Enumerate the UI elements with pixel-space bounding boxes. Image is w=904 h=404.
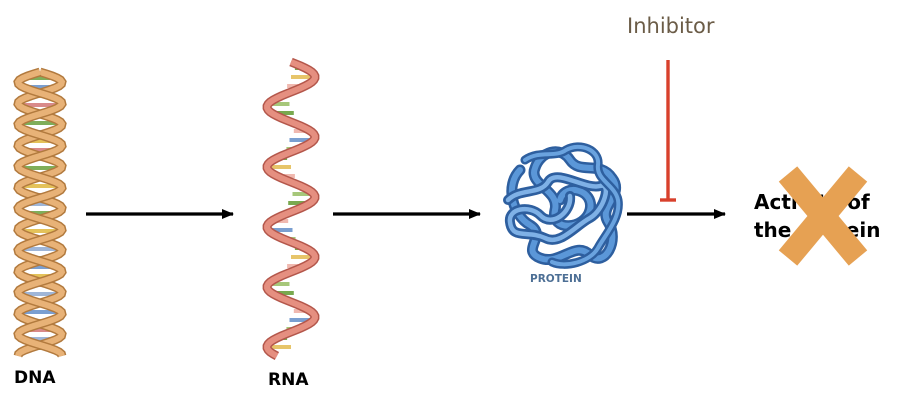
dna-helix-icon <box>13 67 67 358</box>
protein-label: PROTEIN <box>530 273 582 285</box>
inhibitor-blunt-arrow <box>660 60 676 202</box>
rna-helix-icon <box>262 57 320 360</box>
cross-mark-icon <box>778 166 868 266</box>
inhibitor-label: Inhibitor <box>627 14 715 38</box>
protein-blob-icon <box>503 142 623 269</box>
rna-label: RNA <box>268 370 309 390</box>
dna-label: DNA <box>14 368 56 388</box>
